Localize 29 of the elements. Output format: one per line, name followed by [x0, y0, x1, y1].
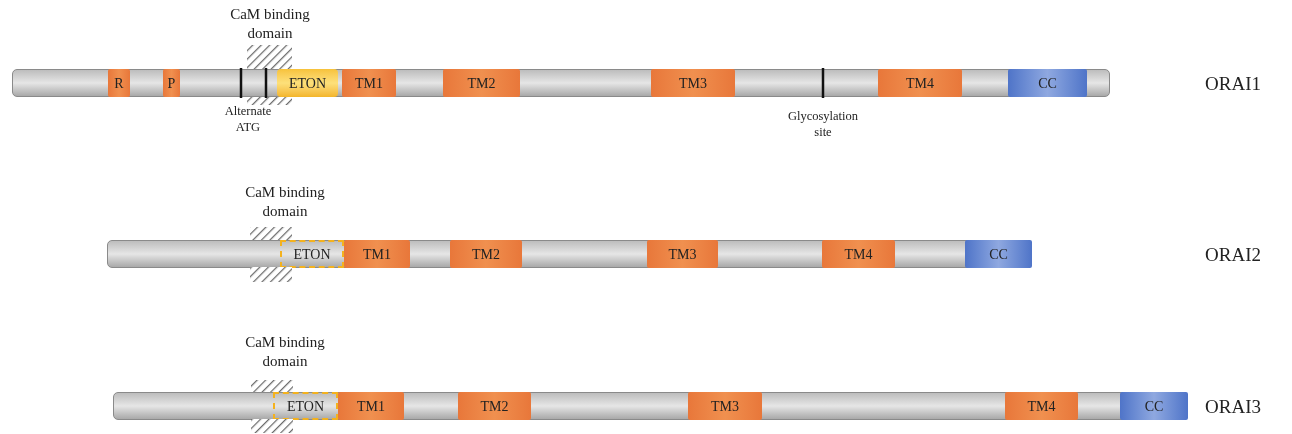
domain-segment: R — [108, 69, 130, 97]
domain-segment: TM3 — [647, 240, 718, 268]
domain-segment: CC — [965, 240, 1032, 268]
annotation-label: Glycosylation site — [786, 108, 860, 140]
protein-name: ORAI1 — [1204, 73, 1262, 95]
domain-segment: TM2 — [450, 240, 522, 268]
domain-segment: TM1 — [338, 392, 404, 420]
domain-segment: TM4 — [822, 240, 895, 268]
protein-bar — [12, 69, 1110, 97]
domain-segment: TM2 — [443, 69, 520, 97]
domain-segment: TM1 — [344, 240, 410, 268]
domain-segment: TM4 — [1005, 392, 1078, 420]
domain-segment: TM3 — [688, 392, 762, 420]
annotation-label: Alternate ATG — [223, 103, 273, 135]
domain-segment: TM1 — [342, 69, 396, 97]
protein-bar — [113, 392, 1188, 420]
domain-segment: TM3 — [651, 69, 735, 97]
domain-segment: TM2 — [458, 392, 531, 420]
domain-segment: CC — [1120, 392, 1188, 420]
domain-segment: CC — [1008, 69, 1087, 97]
domain-segment: TM4 — [878, 69, 962, 97]
domain-segment: ETON — [277, 69, 338, 97]
annotation-label: CaM binding domain — [244, 183, 326, 221]
protein-name: ORAI3 — [1204, 396, 1262, 418]
protein-bar — [107, 240, 1032, 268]
domain-segment: P — [163, 69, 180, 97]
annotation-label: CaM binding domain — [244, 333, 326, 371]
protein-name: ORAI2 — [1204, 244, 1262, 266]
annotation-label: CaM binding domain — [229, 5, 311, 43]
